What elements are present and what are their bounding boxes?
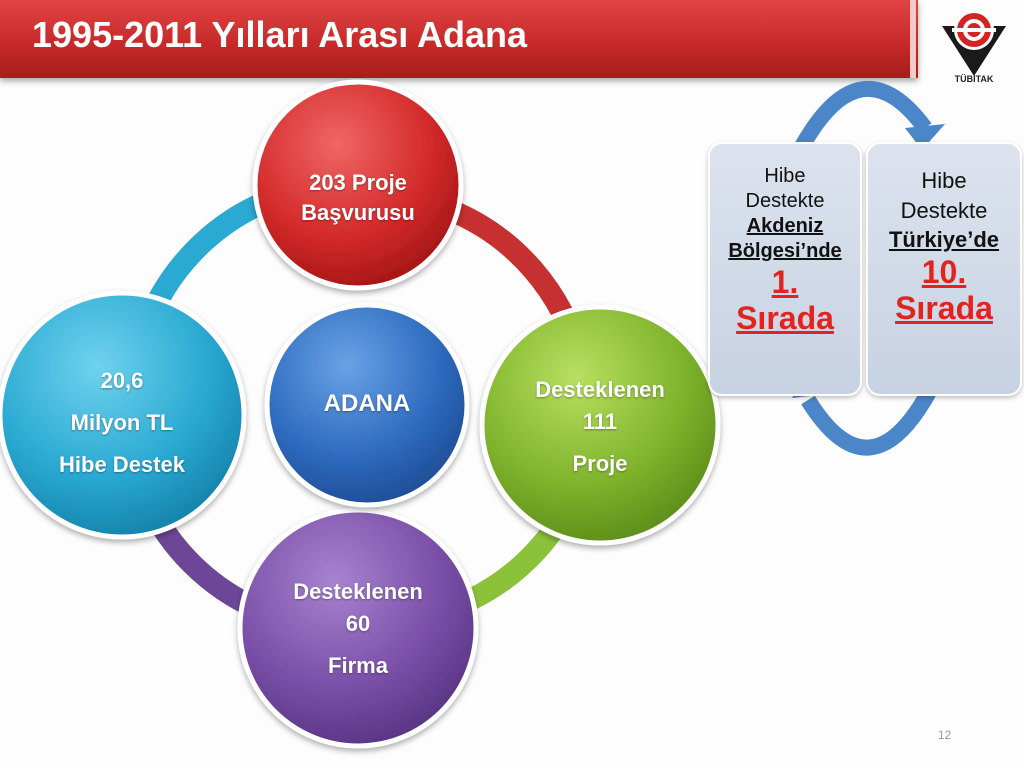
page-number: 12: [938, 728, 952, 742]
node-left-line2: Milyon TL: [70, 410, 174, 435]
node-right-circle: [479, 304, 721, 546]
node-top-line1: 203 Proje: [309, 170, 407, 195]
node-left-line1: 20,6: [100, 368, 144, 393]
cycle-arrows: [792, 80, 938, 456]
center-label: ADANA: [323, 390, 411, 417]
logo-text: TÜBİTAK: [954, 74, 994, 84]
tubitak-logo-icon: [942, 10, 1006, 76]
arrow-top-head-icon: [905, 124, 945, 150]
arrow-bottom-arc: [801, 386, 938, 456]
node-top-label: 203 Proje Başvurusu: [278, 168, 438, 228]
akdeniz-rank2: Sırada: [736, 300, 834, 336]
node-left-label: 20,6 Milyon TL Hibe Destek: [32, 360, 212, 486]
node-bottom-line2: 60: [345, 611, 371, 636]
akdeniz-line2: Destekte: [745, 190, 825, 212]
node-right-line2: 111: [582, 409, 618, 434]
node-bottom-line1: Desteklenen: [293, 579, 423, 604]
ranking-panel-akdeniz: Hibe Destekte Akdeniz Bölgesi’nde 1. Sır…: [708, 142, 862, 396]
akdeniz-rank1: 1.: [771, 264, 799, 300]
node-bottom-line3: Firma: [328, 653, 388, 678]
akdeniz-line1: Hibe: [764, 165, 806, 187]
node-left-line3: Hibe Destek: [59, 452, 185, 477]
node-bottom-circle: [237, 507, 479, 749]
node-top-line2: Başvurusu: [301, 200, 415, 225]
akdeniz-region2: Bölgesi’nde: [728, 240, 842, 262]
title-bar: [0, 0, 918, 78]
arrow-top-arc: [792, 80, 932, 154]
akdeniz-region1: Akdeniz: [746, 215, 824, 237]
node-left-circle: [0, 290, 247, 540]
node-bottom-label: Desteklenen 60 Firma: [268, 576, 448, 682]
ranking-panel-turkiye: Hibe Destekte Türkiye’de 10. Sırada: [866, 142, 1022, 396]
node-right-line1: Desteklenen: [535, 377, 665, 402]
slide-title: 1995-2011 Yılları Arası Adana: [32, 14, 527, 55]
node-top-circle: [252, 79, 464, 291]
turkiye-region: Türkiye’de: [888, 227, 1000, 252]
turkiye-line1: Hibe: [921, 168, 967, 193]
turkiye-line2: Destekte: [900, 198, 988, 223]
center-circle: [264, 302, 470, 508]
node-right-line3: Proje: [572, 451, 628, 476]
title-bar-stripe: [910, 0, 916, 78]
turkiye-rank2: Sırada: [895, 290, 993, 326]
node-right-label: Desteklenen 111 Proje: [510, 374, 690, 480]
turkiye-rank1: 10.: [921, 254, 967, 290]
